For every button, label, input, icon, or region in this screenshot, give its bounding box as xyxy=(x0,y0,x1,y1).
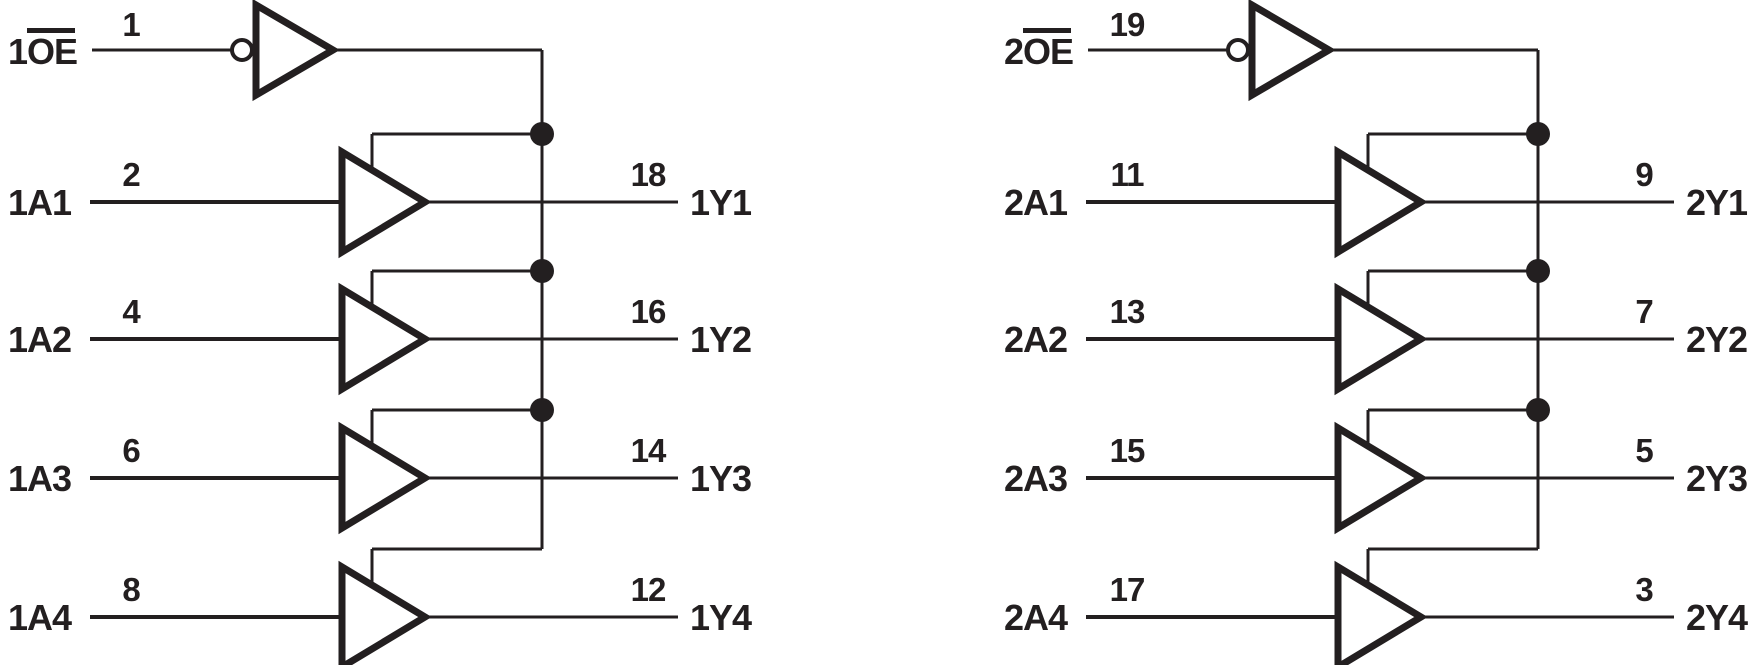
buffer-circuit-2a4: 2A4 17 3 2Y4 xyxy=(1004,547,1748,665)
oe-label-prefix: 2 xyxy=(1004,31,1023,72)
pin-number: 9 xyxy=(1635,156,1653,193)
pin-number: 17 xyxy=(1110,571,1145,608)
buffer-gate-icon xyxy=(1334,282,1428,396)
output-label: 2Y4 xyxy=(1686,597,1748,638)
pin-number: 12 xyxy=(631,571,666,608)
output-label: 1Y2 xyxy=(690,319,751,360)
inverter-bubble-icon xyxy=(1226,38,1250,62)
input-label: 1A2 xyxy=(8,319,71,360)
buffer-circuit-2a3: 2A3 15 5 2Y3 xyxy=(1004,398,1748,535)
pin-number: 13 xyxy=(1110,293,1145,330)
input-label: 2A1 xyxy=(1004,182,1068,223)
input-label: 2A4 xyxy=(1004,597,1068,638)
pin-number: 7 xyxy=(1635,293,1652,330)
input-label: 1A1 xyxy=(8,182,72,223)
pin-number: 2 xyxy=(122,156,140,193)
inverter-gate-icon xyxy=(252,0,340,102)
oe-circuit-2: 2OE 19 xyxy=(1004,0,1540,549)
oe-label: 1OE xyxy=(8,31,77,72)
pin-number: 19 xyxy=(1110,6,1145,43)
pin-number: 4 xyxy=(122,293,141,330)
pin-number: 6 xyxy=(122,432,140,469)
bank-1: 1OE 1 1A1 2 18 1Y1 1A2 4 16 1Y xyxy=(8,0,753,665)
pin-number: 15 xyxy=(1110,432,1145,469)
buffer-circuit-1a2: 1A2 4 16 1Y2 xyxy=(8,259,752,396)
junction-dot xyxy=(530,259,554,283)
buffer-gate-icon xyxy=(338,560,432,665)
output-label: 1Y3 xyxy=(690,458,751,499)
pin-number: 11 xyxy=(1111,156,1145,193)
junction-dot xyxy=(530,122,554,146)
oe-label-name: OE xyxy=(27,31,77,72)
input-label: 1A4 xyxy=(8,597,72,638)
buffer-gate-icon xyxy=(338,421,432,535)
output-label: 1Y4 xyxy=(690,597,752,638)
pin-number: 5 xyxy=(1635,432,1653,469)
oe-overline xyxy=(1023,28,1071,33)
buffer-circuit-2a1: 2A1 11 9 2Y1 xyxy=(1004,122,1748,259)
output-label: 2Y3 xyxy=(1686,458,1747,499)
oe-label-prefix: 1 xyxy=(8,31,28,72)
pin-number: 8 xyxy=(122,571,140,608)
oe-overline xyxy=(27,28,75,33)
buffer-gate-icon xyxy=(338,145,432,259)
oe-label: 2OE xyxy=(1004,31,1073,72)
buffer-gate-icon xyxy=(1334,145,1428,259)
buffer-circuit-2a2: 2A2 13 7 2Y2 xyxy=(1004,259,1748,396)
oe-circuit-1: 1OE 1 xyxy=(8,0,544,549)
output-label: 1Y1 xyxy=(690,182,752,223)
buffer-circuit-1a1: 1A1 2 18 1Y1 xyxy=(8,122,753,259)
output-label: 2Y1 xyxy=(1686,182,1748,223)
junction-dot xyxy=(530,398,554,422)
inverter-bubble-icon xyxy=(230,38,254,62)
junction-dot xyxy=(1526,259,1550,283)
input-label: 1A3 xyxy=(8,458,71,499)
buffer-gate-icon xyxy=(338,282,432,396)
input-label: 2A2 xyxy=(1004,319,1067,360)
buffer-gate-icon xyxy=(1334,421,1428,535)
junction-dot xyxy=(1526,398,1550,422)
output-label: 2Y2 xyxy=(1686,319,1747,360)
input-label: 2A3 xyxy=(1004,458,1067,499)
buffer-circuit-1a4: 1A4 8 12 1Y4 xyxy=(8,547,753,665)
pin-number: 1 xyxy=(122,6,140,43)
oe-label-name: OE xyxy=(1023,31,1073,72)
junction-dot xyxy=(1526,122,1550,146)
pin-number: 3 xyxy=(1635,571,1653,608)
buffer-circuit-1a3: 1A3 6 14 1Y3 xyxy=(8,398,752,535)
buffer-gate-icon xyxy=(1334,560,1428,665)
pin-number: 16 xyxy=(631,293,666,330)
pin-number: 14 xyxy=(631,432,667,469)
inverter-gate-icon xyxy=(1248,0,1336,102)
bank-2: 2OE 19 2A1 11 9 2Y1 2A2 13 7 2 xyxy=(1004,0,1748,665)
pin-number: 18 xyxy=(631,156,666,193)
